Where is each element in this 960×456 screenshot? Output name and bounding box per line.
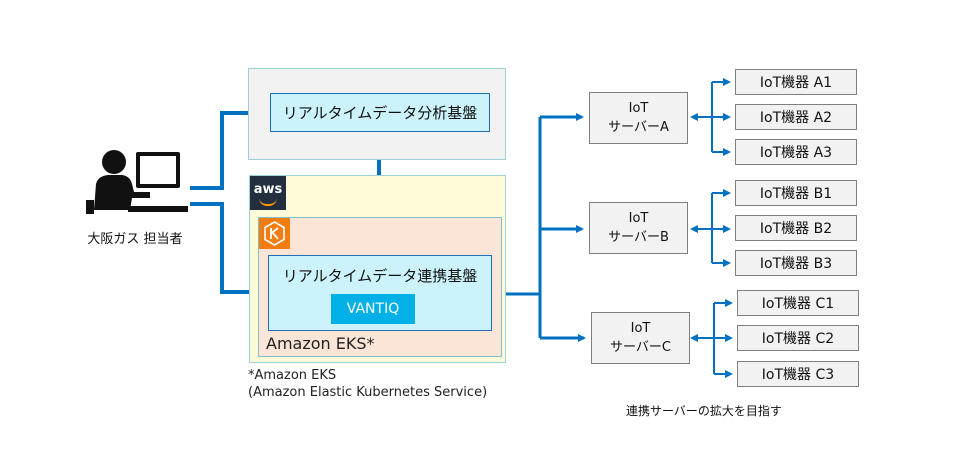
eks-footnote: *Amazon EKS (Amazon Elastic Kubernetes S…	[248, 367, 487, 401]
server-b-box: IoT サーバーB	[589, 202, 688, 254]
server-a-line2: サーバーA	[608, 120, 669, 135]
device-c3-label: IoT機器 C3	[761, 367, 835, 383]
user-label: 大阪ガス 担当者	[87, 232, 183, 247]
device-c1-box: IoT機器 C1	[737, 290, 859, 316]
server-c-line2: サーバーC	[610, 340, 671, 355]
server-b-line2: サーバーB	[608, 230, 669, 245]
device-b1-label: IoT機器 B1	[759, 186, 833, 202]
link-platform-label: リアルタイムデータ連携基盤	[282, 267, 478, 285]
server-a-line1: IoT	[628, 101, 649, 116]
device-a3-box: IoT機器 A3	[735, 139, 857, 165]
analysis-platform-box: リアルタイムデータ分析基盤	[270, 93, 490, 132]
vantiq-label: VANTIQ	[346, 301, 400, 317]
device-c2-box: IoT機器 C2	[737, 325, 859, 351]
arrow-user-to-link	[190, 202, 262, 296]
server-c-line1: IoT	[630, 321, 651, 336]
device-c2-label: IoT機器 C2	[761, 331, 835, 347]
device-c1-label: IoT機器 C1	[761, 296, 835, 312]
device-a2-box: IoT機器 A2	[735, 104, 857, 130]
device-b3-label: IoT機器 B3	[759, 256, 833, 272]
aws-logo-text: aws	[253, 181, 283, 197]
server-c-box: IoT サーバーC	[591, 312, 690, 364]
device-a3-label: IoT機器 A3	[759, 145, 833, 161]
person-at-laptop-icon	[84, 148, 190, 218]
eks-label: Amazon EKS*	[266, 334, 375, 353]
device-c3-box: IoT機器 C3	[737, 361, 859, 387]
device-b3-box: IoT機器 B3	[735, 250, 857, 276]
footnote-line-1: *Amazon EKS	[248, 368, 337, 383]
device-b1-box: IoT機器 B1	[735, 180, 857, 206]
device-a2-label: IoT機器 A2	[759, 110, 833, 126]
device-b2-label: IoT機器 B2	[759, 221, 833, 237]
device-b2-box: IoT機器 B2	[735, 215, 857, 241]
device-a1-box: IoT機器 A1	[735, 69, 857, 95]
server-b-line1: IoT	[628, 211, 649, 226]
footnote-line-2: (Amazon Elastic Kubernetes Service)	[248, 385, 488, 400]
footer-goal-note: 連携サーバーの拡大を目指す	[626, 404, 782, 418]
arrow-user-to-analysis	[190, 109, 264, 190]
device-a1-label: IoT機器 A1	[759, 75, 833, 91]
aws-logo-icon: aws	[250, 176, 286, 210]
server-a-box: IoT サーバーA	[589, 92, 688, 144]
vantiq-badge: VANTIQ	[331, 294, 415, 324]
analysis-platform-label: リアルタイムデータ分析基盤	[282, 104, 478, 122]
eks-icon	[259, 218, 290, 249]
